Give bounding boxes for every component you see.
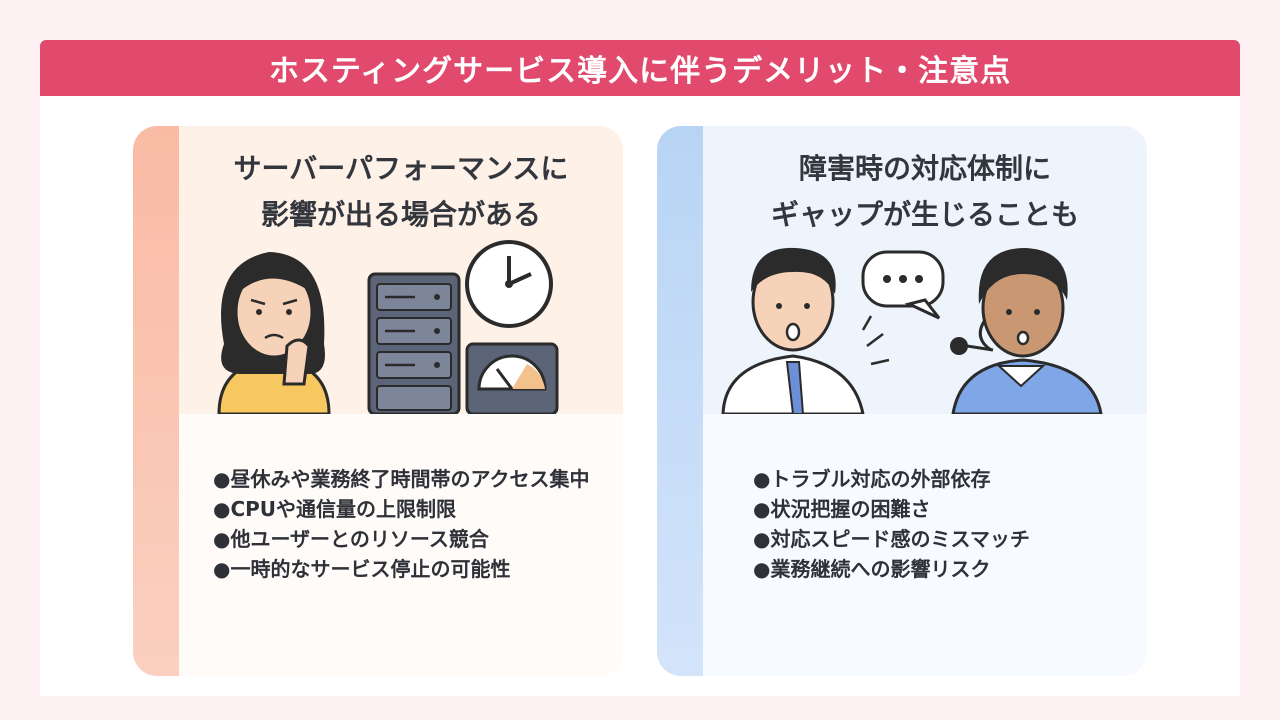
card-performance: サーバーパフォーマンスに 影響が出る場合がある [133,126,623,676]
card-accent-bar [657,126,703,676]
slide-frame: ホスティングサービス導入に伴うデメリット・注意点 サーバーパフォーマンスに 影響… [40,40,1240,696]
confused-man-icon [721,247,890,414]
list-item: ●CPUや通信量の上限制限 [213,497,457,521]
bullet-list: ●昼休みや業務終了時間帯のアクセス集中 ●CPUや通信量の上限制限 ●他ユーザー… [213,464,593,584]
card-title-line: 影響が出る場合がある [260,198,541,231]
list-item: ●他ユーザーとのリソース競合 [213,527,489,551]
worried-woman-server-illustration [217,240,559,414]
page-title: ホスティングサービス導入に伴うデメリット・注意点 [268,54,1012,89]
speech-bubble-icon [861,250,945,320]
card-title: サーバーパフォーマンスに 影響が出る場合がある [179,146,623,238]
list-item: ●状況把握の困難さ [753,497,931,521]
server-rack-icon [367,272,461,414]
support-conversation-illustration [721,247,1103,414]
gauge-icon [465,342,559,414]
bullet-list: ●トラブル対応の外部依存 ●状況把握の困難さ ●対応スピード感のミスマッチ ●業… [753,464,1117,584]
list-item: ●一時的なサービス停止の可能性 [213,557,511,581]
list-item: ●トラブル対応の外部依存 [753,467,991,491]
list-item: ●対応スピード感のミスマッチ [753,527,1030,551]
card-title-line: ギャップが生じることも [770,198,1079,231]
support-agent-icon [950,248,1103,414]
card-accent-bar [133,126,179,676]
title-bar: ホスティングサービス導入に伴うデメリット・注意点 [40,40,1240,96]
card-title-line: サーバーパフォーマンスに [233,152,569,185]
clock-icon [465,240,553,328]
card-title: 障害時の対応体制に ギャップが生じることも [703,146,1147,238]
card-title-line: 障害時の対応体制に [798,152,1051,185]
worried-woman-icon [217,252,331,414]
card-support: 障害時の対応体制に ギャップが生じることも [657,126,1147,676]
list-item: ●昼休みや業務終了時間帯のアクセス集中 [213,467,590,491]
list-item: ●業務継続への影響リスク [753,557,991,581]
